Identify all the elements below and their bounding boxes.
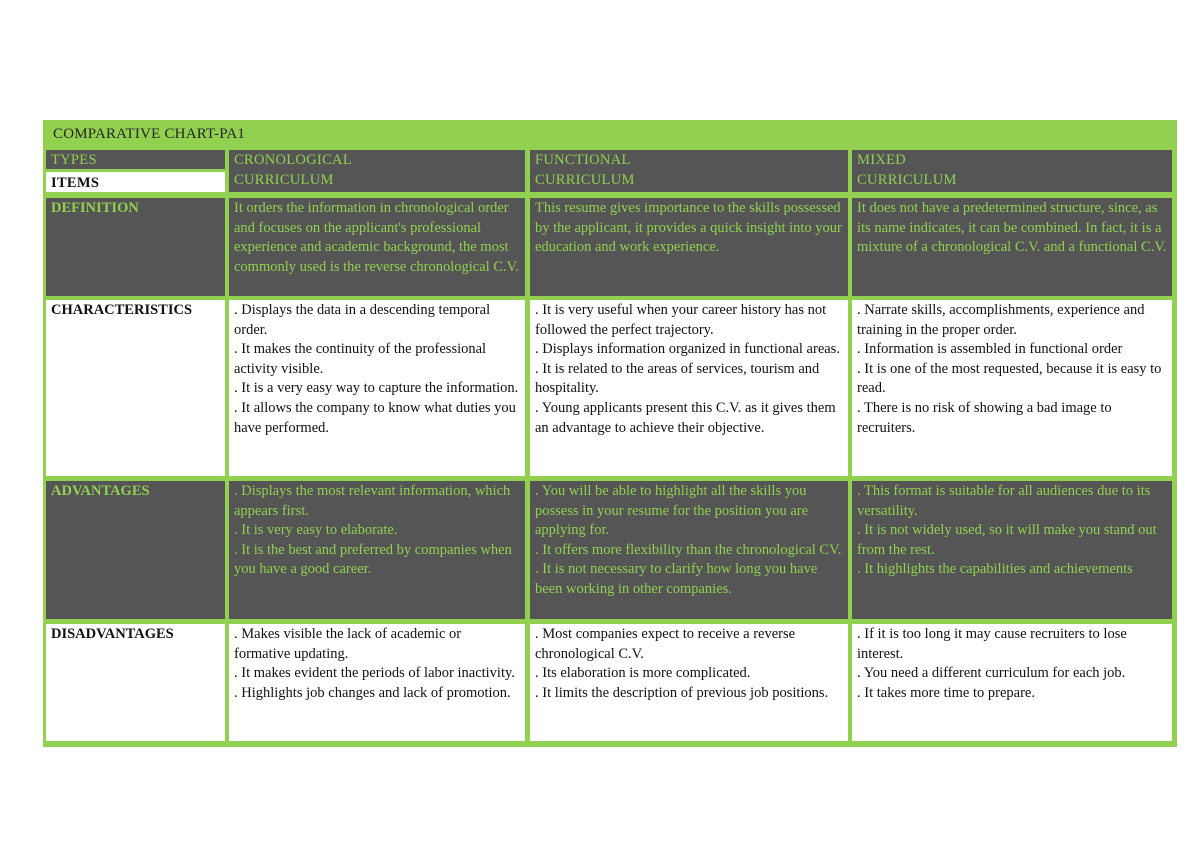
bullet-item: . It is very easy to elaborate. bbox=[234, 522, 398, 539]
bullet-item: . It is one of the most requested, becau… bbox=[857, 360, 1162, 397]
bullet-item: . It makes evident the periods of labor … bbox=[234, 665, 515, 682]
cell-characteristics-chronological: . Displays the data in a descending temp… bbox=[229, 300, 525, 476]
chart-title: COMPARATIVE CHART-PA1 bbox=[53, 126, 246, 142]
bullet-item: . It limits the description of previous … bbox=[535, 684, 829, 701]
bullet-item: . Displays information organized in func… bbox=[535, 341, 840, 358]
cell-disadvantages-functional: . Most companies expect to receive a rev… bbox=[530, 624, 848, 741]
cell-text: This resume gives importance to the skil… bbox=[535, 200, 842, 256]
column-header-line2: CURRICULUM bbox=[857, 171, 957, 188]
bullet-item: . Most companies expect to receive a rev… bbox=[535, 626, 796, 662]
cell-characteristics-functional: . It is very useful when your career his… bbox=[530, 300, 848, 476]
bullet-item: . Displays the data in a descending temp… bbox=[234, 302, 491, 338]
bullet-item: . Information is assembled in functional… bbox=[857, 341, 1123, 358]
cell-disadvantages-mixed: . If it is too long it may cause recruit… bbox=[852, 624, 1172, 741]
bullet-item: . There is no risk of showing a bad imag… bbox=[857, 399, 1112, 436]
cell-disadvantages-chronological: . Makes visible the lack of academic or … bbox=[229, 624, 525, 741]
bullet-item: . You need a different curriculum for ea… bbox=[857, 665, 1126, 682]
types-header-cell: TYPES bbox=[46, 150, 225, 169]
cell-definition-functional: This resume gives importance to the skil… bbox=[530, 198, 848, 296]
row-label-definition: DEFINITION bbox=[46, 198, 225, 296]
bullet-item: . It is related to the areas of services… bbox=[535, 360, 820, 397]
column-header-line1: FUNCTIONAL bbox=[535, 152, 631, 168]
cell-advantages-functional: . You will be able to highlight all the … bbox=[530, 481, 848, 619]
row-label-disadvantages: DISADVANTAGES bbox=[46, 624, 225, 741]
cell-characteristics-mixed: . Narrate skills, accomplishments, exper… bbox=[852, 300, 1172, 476]
column-header-line1: CRONOLOGICAL bbox=[234, 152, 352, 168]
column-header-chronological: CRONOLOGICAL CURRICULUM bbox=[229, 150, 525, 192]
row-label-advantages: ADVANTAGES bbox=[46, 481, 225, 619]
bullet-item: . It is very useful when your career his… bbox=[535, 302, 827, 338]
column-header-functional: FUNCTIONAL CURRICULUM bbox=[530, 150, 848, 192]
bullet-item: . If it is too long it may cause recruit… bbox=[857, 626, 1127, 662]
row-label-text: CHARACTERISTICS bbox=[51, 302, 193, 318]
row-label-characteristics: CHARACTERISTICS bbox=[46, 300, 225, 476]
bullet-item: . Its elaboration is more complicated. bbox=[535, 665, 751, 682]
bullet-item: . Makes visible the lack of academic or … bbox=[234, 626, 462, 662]
bullet-item: . It is not necessary to clarify how lon… bbox=[535, 561, 818, 597]
bullet-item: . It offers more flexibility than the ch… bbox=[535, 541, 842, 558]
cell-text: It orders the information in chronologic… bbox=[234, 200, 519, 275]
bullet-item: . It highlights the capabilities and ach… bbox=[857, 561, 1133, 578]
bullet-item: . You will be able to highlight all the … bbox=[535, 483, 809, 539]
cell-advantages-chronological: . Displays the most relevant information… bbox=[229, 481, 525, 619]
bullet-item: . It allows the company to know what dut… bbox=[234, 399, 516, 436]
bullet-item: . It is the best and preferred by compan… bbox=[234, 541, 512, 578]
bullet-item: . It is a very easy way to capture the i… bbox=[234, 380, 519, 397]
types-label: TYPES bbox=[51, 152, 97, 168]
column-header-line2: CURRICULUM bbox=[234, 171, 334, 188]
cell-definition-mixed: It does not have a predetermined structu… bbox=[852, 198, 1172, 296]
column-header-line2: CURRICULUM bbox=[535, 171, 635, 188]
bullet-item: . Narrate skills, accomplishments, exper… bbox=[857, 302, 1145, 338]
cell-advantages-mixed: . This format is suitable for all audien… bbox=[852, 481, 1172, 619]
cell-definition-chronological: It orders the information in chronologic… bbox=[229, 198, 525, 296]
row-label-text: DISADVANTAGES bbox=[51, 626, 174, 642]
bullet-item: . Young applicants present this C.V. as … bbox=[535, 399, 836, 436]
items-label: ITEMS bbox=[51, 175, 100, 191]
column-header-line1: MIXED bbox=[857, 152, 907, 168]
bullet-item: . It is not widely used, so it will make… bbox=[857, 522, 1157, 558]
items-header-cell: ITEMS bbox=[46, 172, 225, 192]
cell-text: It does not have a predetermined structu… bbox=[857, 200, 1167, 256]
bullet-item: . It takes more time to prepare. bbox=[857, 684, 1035, 701]
row-label-text: ADVANTAGES bbox=[51, 483, 150, 499]
comparative-chart-table: COMPARATIVE CHART-PA1 TYPES ITEMS CRONOL… bbox=[43, 120, 1177, 747]
bullet-item: . Displays the most relevant information… bbox=[234, 483, 511, 519]
bullet-item: . It makes the continuity of the profess… bbox=[234, 341, 487, 377]
column-header-mixed: MIXED CURRICULUM bbox=[852, 150, 1172, 192]
bullet-item: . This format is suitable for all audien… bbox=[857, 483, 1151, 519]
row-label-text: DEFINITION bbox=[51, 200, 139, 216]
bullet-item: . Highlights job changes and lack of pro… bbox=[234, 684, 511, 701]
